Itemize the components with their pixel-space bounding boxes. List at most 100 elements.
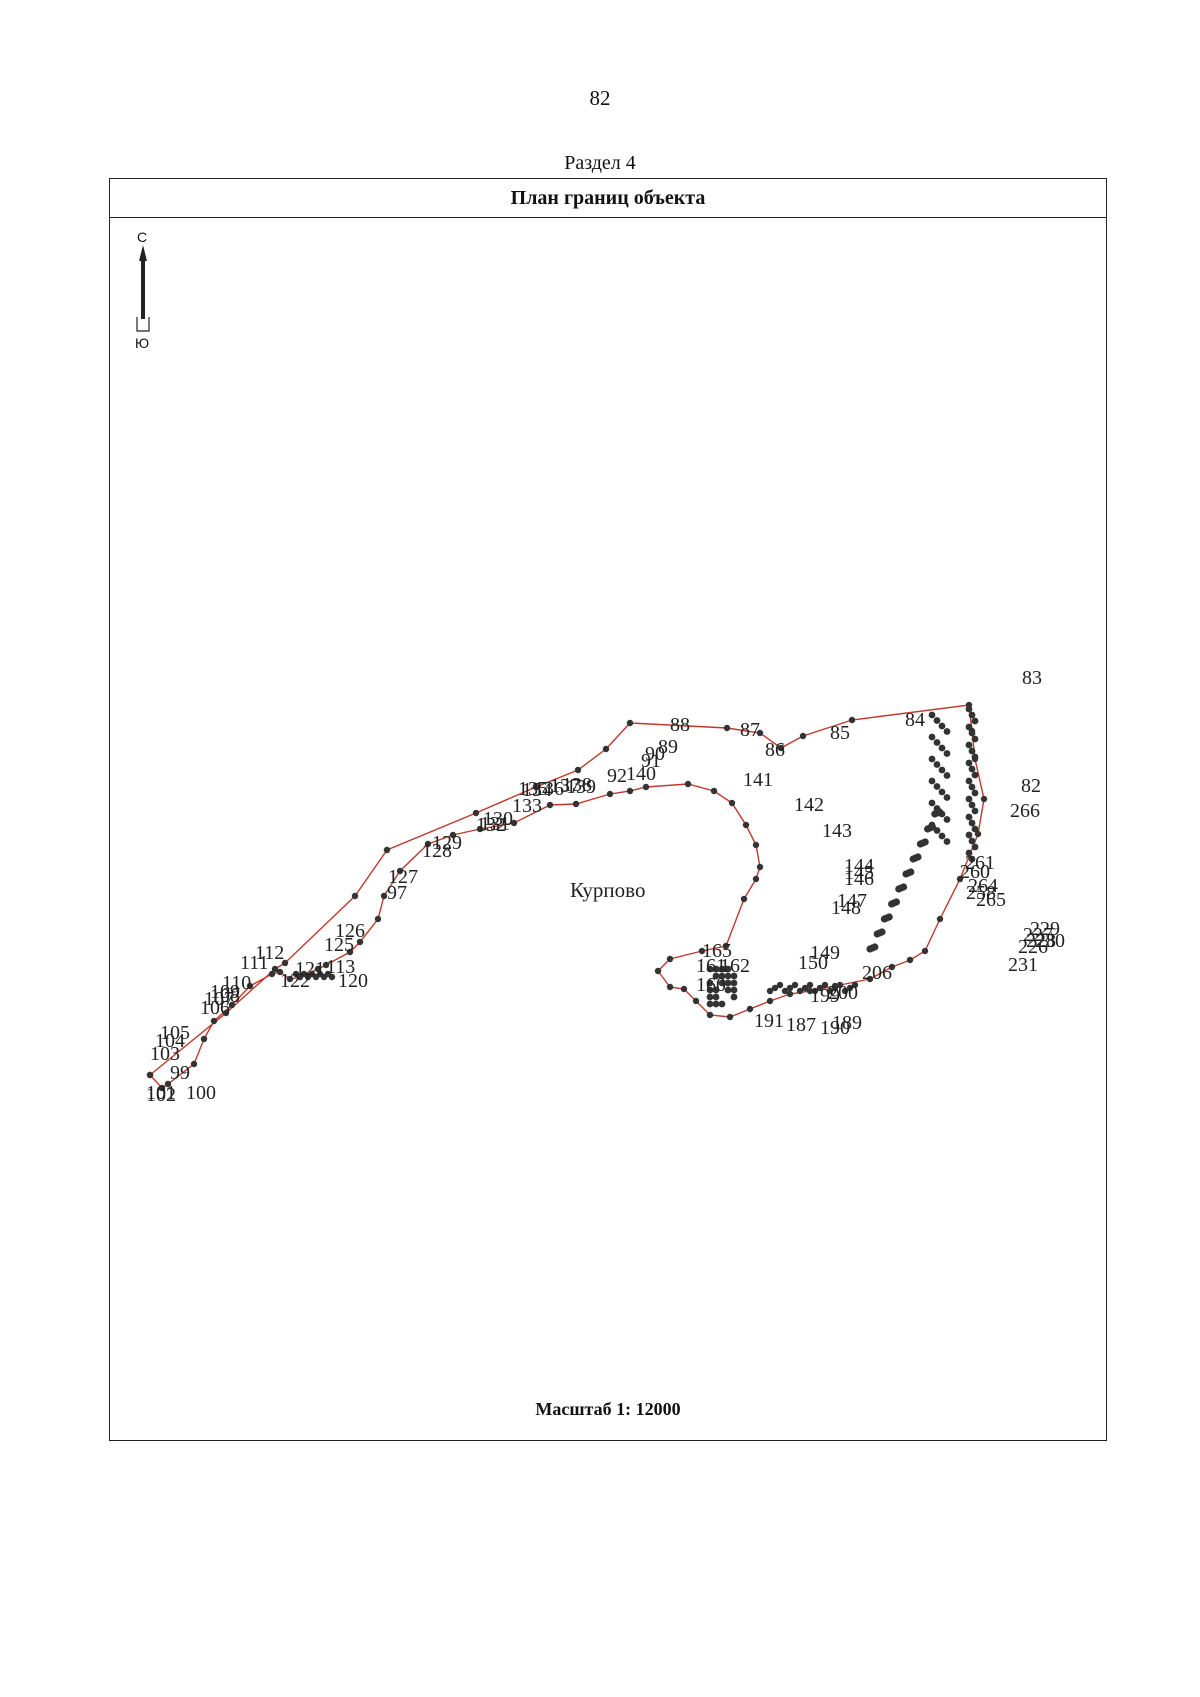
boundary-point [943,838,951,845]
boundary-point [146,1071,154,1079]
point-label: 206 [862,962,892,984]
point-label: 165 [702,940,732,962]
point-label: 226 [1018,936,1048,958]
boundary-point [158,1084,166,1092]
boundary-point [322,961,330,969]
boundary-point [943,728,951,735]
boundary-point [776,981,784,989]
boundary-point [718,965,726,973]
boundary-point [666,983,674,991]
boundary-point [718,1000,726,1008]
point-label: 113 [326,956,355,978]
boundary-point [572,800,580,808]
point-label: 190 [820,1017,850,1039]
scale-label: Масштаб 1: 12000 [535,1399,681,1419]
boundary-point [796,987,804,995]
boundary-point [928,711,936,719]
boundary-point [907,868,915,876]
point-label: 189 [832,1012,862,1034]
boundary-point [684,780,692,788]
boundary-point [921,838,929,846]
boundary-point [968,765,976,773]
point-label: 136 [534,778,564,800]
point-label: 103 [150,1043,180,1065]
boundary-point [718,972,726,980]
boundary-point [346,948,354,956]
page-number: 82 [589,86,611,110]
boundary-point [730,986,738,994]
boundary-point [936,915,944,923]
boundary-point [965,741,973,749]
boundary-point [965,849,973,857]
point-label: 264 [968,875,998,897]
boundary-point [164,1080,172,1088]
point-label: 126 [335,920,365,942]
point-label: 230 [1035,930,1065,952]
boundary-point [449,831,457,839]
boundary-point [190,1060,198,1068]
point-label: 147 [837,890,867,912]
point-label: 140 [626,763,656,785]
point-label: 125 [324,934,354,956]
boundary-point [914,853,922,861]
point-label: 112 [255,942,284,964]
boundary-point [928,823,937,831]
points-layer [146,701,988,1092]
boundary-point [766,997,774,1005]
boundary-point [730,979,738,987]
boundary-point [968,729,976,737]
boundary-point [222,1009,230,1017]
boundary-point [791,981,799,989]
boundary-point [938,832,946,840]
boundary-point [728,799,736,807]
point-label: 260 [960,861,990,883]
boundary-point [723,724,731,732]
boundary-point [943,750,951,757]
boundary-point [933,783,941,790]
boundary-point [841,987,849,995]
point-label: 266 [1010,800,1040,822]
boundary-point [746,1005,754,1013]
boundary-point [831,984,839,992]
point-label: 129 [432,832,462,854]
point-label: 139 [566,776,596,798]
point-label: 107 [204,988,234,1010]
north-arrow-icon [136,245,150,332]
boundary-point [921,947,929,955]
point-label: 130 [483,808,513,830]
point-label: 161 [696,955,726,977]
boundary-point [396,867,404,875]
point-label: 160 [696,974,726,996]
boundary-point [971,753,979,761]
boundary-point [766,987,774,995]
boundary-point [712,972,720,980]
boundary-point [726,1013,734,1021]
point-label: 191 [754,1010,784,1032]
boundary-point [718,979,726,987]
boundary-point [799,732,807,740]
boundary-point [374,915,382,923]
boundary-point [968,801,976,809]
boundary-point [666,955,674,963]
point-label: 97 [387,882,407,904]
boundary-point [724,965,732,973]
boundary-point [933,717,941,724]
point-label: 109 [210,981,240,1003]
boundary-point [836,981,844,989]
point-label: 101 [146,1082,176,1104]
point-label: 131 [480,813,510,835]
boundary-point [821,981,829,989]
point-label: 142 [794,794,824,816]
point-label: 90 [645,743,665,765]
boundary-point [706,979,714,987]
boundary-map: 8283848586878889909192979910010110210310… [146,667,1065,1106]
boundary-point [706,965,714,973]
boundary-point [806,987,814,995]
point-label: 229 [1030,918,1060,940]
point-label: 122 [280,970,310,992]
boundary-point [383,846,391,854]
point-label: 84 [905,709,925,731]
boundary-point [510,819,518,827]
point-label: 99 [170,1062,190,1084]
point-label: 88 [670,714,690,736]
